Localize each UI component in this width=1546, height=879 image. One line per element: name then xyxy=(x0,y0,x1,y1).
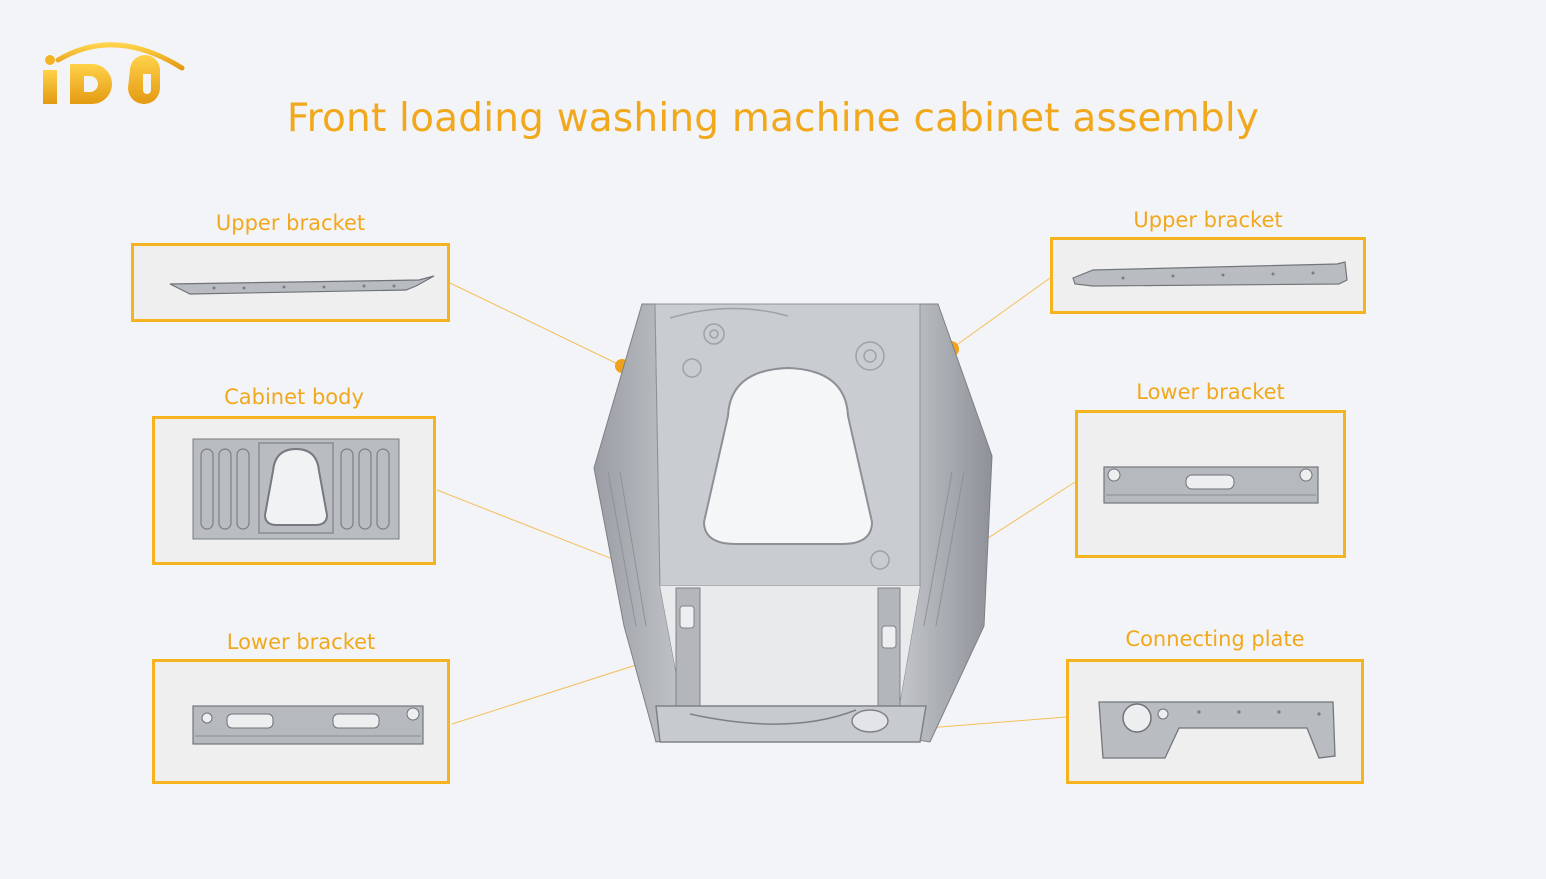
upper-bracket-image xyxy=(169,275,435,295)
part-lower-bracket-right xyxy=(1075,410,1346,558)
label-lower-bracket-right: Lower bracket xyxy=(1136,380,1285,404)
lower-bracket-image xyxy=(1103,466,1319,504)
logo-icon xyxy=(43,42,185,104)
lower-bracket-image xyxy=(192,705,424,745)
cabinet-body-image xyxy=(192,438,400,540)
part-upper-bracket-right xyxy=(1050,237,1366,314)
page-title: Front loading washing machine cabinet as… xyxy=(286,96,1260,141)
label-cabinet-body: Cabinet body xyxy=(224,385,364,409)
label-upper-bracket-left: Upper bracket xyxy=(215,211,366,235)
part-connecting-plate xyxy=(1066,659,1364,784)
part-lower-bracket-left xyxy=(152,659,450,784)
cabinet-image xyxy=(593,303,993,743)
connecting-plate-image xyxy=(1098,701,1336,759)
label-lower-bracket-left: Lower bracket xyxy=(226,630,376,654)
label-connecting-plate: Connecting plate xyxy=(1125,627,1305,651)
upper-bracket-image xyxy=(1072,261,1348,287)
part-cabinet-body xyxy=(152,416,436,565)
label-upper-bracket-right: Upper bracket xyxy=(1133,208,1283,232)
part-upper-bracket-left xyxy=(131,243,450,322)
